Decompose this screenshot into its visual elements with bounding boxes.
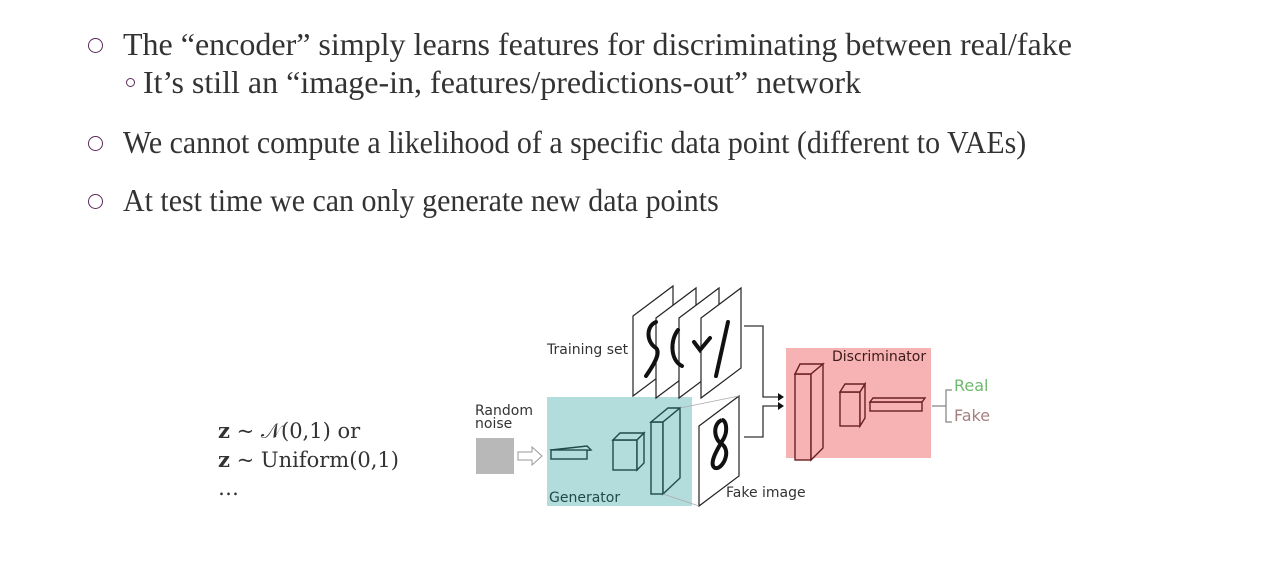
training-set-images [632,284,742,400]
bullet-1-text: The “encoder” simply learns features for… [123,26,1072,62]
bullet-3: At test time we can only generate new da… [88,182,760,219]
bullet-circle-icon [88,136,103,151]
training-set-label: Training set [547,342,629,358]
random-noise-line-2: noise [475,416,513,432]
formula-ellipsis: … [218,476,239,500]
random-noise-line-1: Random [475,403,533,419]
bullet-3-text: At test time we can only generate new da… [123,182,719,218]
gan-diagram [476,284,952,508]
noise-arrow [517,445,543,467]
formula-line-2: z ~ Uniform(0,1) [218,447,399,472]
real-label: Real [954,376,989,395]
bullet-circle-icon [88,38,103,53]
sub-bullet-1: It’s still an “image-in, features/predic… [126,64,861,101]
random-noise-image [476,438,514,474]
bullet-circle-icon [88,194,103,209]
formula-var: z [218,447,230,472]
formula-uniform: ~ Uniform(0,1) [229,448,399,472]
bullet-2: We cannot compute a likelihood of a spec… [88,124,1089,161]
sub-bullet-circle-icon [126,78,135,87]
bullet-1: The “encoder” simply learns features for… [88,26,1072,63]
fake-label: Fake [954,406,991,425]
sub-bullet-1-text: It’s still an “image-in, features/predic… [143,64,861,100]
fake-image-label: Fake image [726,485,806,501]
discriminator-label: Discriminator [832,349,927,365]
bullet-2-text: We cannot compute a likelihood of a spec… [123,124,1027,160]
formula-line-1: z ~ 𝒩(0,1) or [218,418,360,444]
formula-var: z [218,418,230,443]
generator-label: Generator [549,490,621,506]
formula-normal: ~ 𝒩(0,1) or [229,419,361,443]
digit-strokes [644,320,730,378]
fake-image [698,394,740,508]
random-noise-label: Random noise [475,403,533,432]
